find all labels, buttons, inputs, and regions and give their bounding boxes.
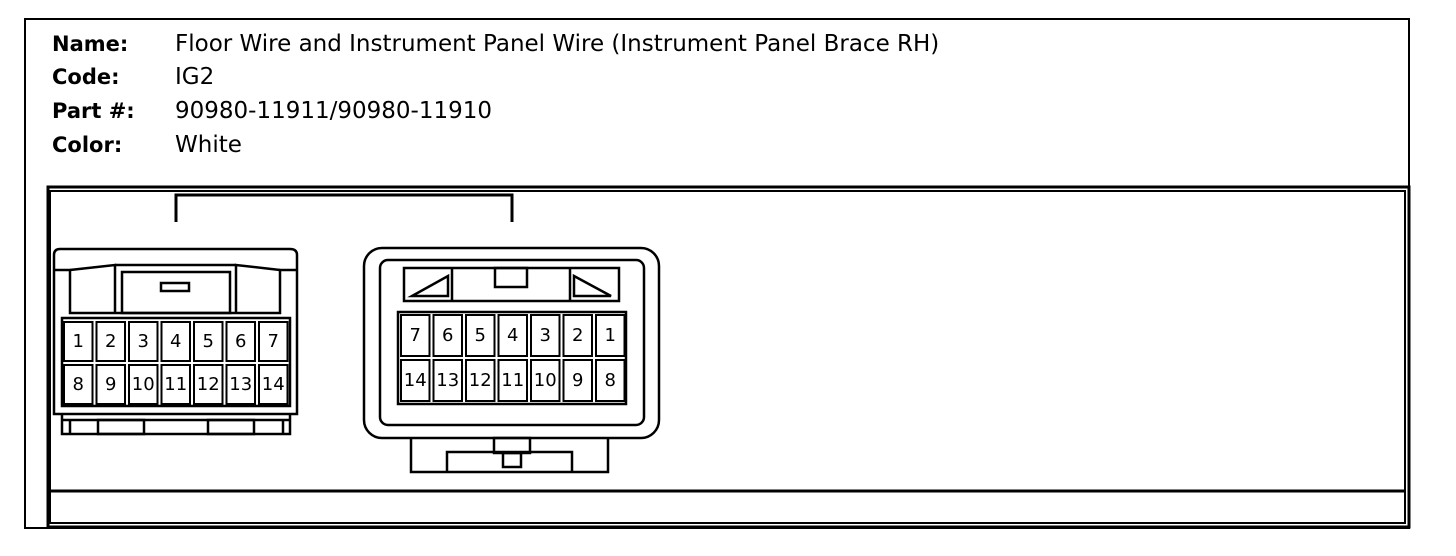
pin-cavity xyxy=(63,364,94,405)
pin-cavity xyxy=(432,314,463,357)
pin-number: 5 xyxy=(475,325,486,346)
color-row: Color: White xyxy=(52,130,242,160)
pin-cavity xyxy=(63,321,94,362)
pin-number: 9 xyxy=(572,370,583,391)
pin-number: 7 xyxy=(410,325,421,346)
code-value: IG2 xyxy=(175,64,215,90)
pin-cavity xyxy=(193,364,224,405)
pin-number: 3 xyxy=(138,331,149,352)
part-row: Part #: 90980-11911/90980-11910 xyxy=(52,96,492,126)
pin-cavity xyxy=(432,359,463,402)
pin-number: 3 xyxy=(540,325,551,346)
pin-number: 12 xyxy=(197,374,220,395)
pin-number: 1 xyxy=(73,331,84,352)
pin-cavity xyxy=(465,314,496,357)
pin-cavity xyxy=(530,359,561,402)
pin-number: 4 xyxy=(507,325,518,346)
code-row: Code: IG2 xyxy=(52,62,214,92)
pin-number: 4 xyxy=(170,331,181,352)
pin-cavity xyxy=(95,321,126,362)
pin-number: 2 xyxy=(105,331,116,352)
pin-number: 10 xyxy=(534,370,557,391)
pin-number: 13 xyxy=(229,374,252,395)
pin-number: 6 xyxy=(235,331,246,352)
pin-number: 8 xyxy=(73,374,84,395)
color-value: White xyxy=(175,132,242,158)
pin-cavity xyxy=(160,321,191,362)
pin-cavity xyxy=(400,359,431,402)
pin-number: 8 xyxy=(605,370,616,391)
pin-cavity xyxy=(562,359,593,402)
pin-number: 6 xyxy=(442,325,453,346)
pin-cavity xyxy=(128,321,159,362)
pin-cavity xyxy=(128,364,159,405)
connector-left-housing xyxy=(52,247,299,436)
pin-cavity xyxy=(595,314,626,357)
name-label: Name: xyxy=(52,32,129,56)
pin-cavity xyxy=(497,314,528,357)
pin-cavity xyxy=(530,314,561,357)
connector-bracket xyxy=(174,193,514,222)
pin-cavity xyxy=(258,364,289,405)
pin-number: 11 xyxy=(164,374,187,395)
pin-cavity xyxy=(497,359,528,402)
pin-number: 1 xyxy=(605,325,616,346)
pin-number: 10 xyxy=(132,374,155,395)
pin-number: 14 xyxy=(262,374,285,395)
part-label: Part #: xyxy=(52,99,135,123)
pin-cavity xyxy=(465,359,496,402)
name-value: Floor Wire and Instrument Panel Wire (In… xyxy=(175,31,940,57)
pin-cavity xyxy=(225,321,256,362)
part-value: 90980-11911/90980-11910 xyxy=(175,98,493,124)
pin-cavity xyxy=(258,321,289,362)
color-label: Color: xyxy=(52,133,123,157)
pin-cavity xyxy=(225,364,256,405)
pin-number: 11 xyxy=(501,370,524,391)
pin-cavity xyxy=(95,364,126,405)
pin-number: 5 xyxy=(203,331,214,352)
pin-cavity xyxy=(595,359,626,402)
pin-number: 9 xyxy=(105,374,116,395)
pin-cavity xyxy=(160,364,191,405)
diagram-frame xyxy=(46,185,1411,529)
pin-number: 2 xyxy=(572,325,583,346)
pin-number: 13 xyxy=(436,370,459,391)
pin-cavity xyxy=(562,314,593,357)
name-row: Name: Floor Wire and Instrument Panel Wi… xyxy=(52,29,939,59)
pin-number: 7 xyxy=(268,331,279,352)
code-label: Code: xyxy=(52,65,120,89)
connector-right-housing xyxy=(362,246,661,474)
pin-cavity xyxy=(400,314,431,357)
pin-number: 12 xyxy=(469,370,492,391)
pin-number: 14 xyxy=(404,370,427,391)
pin-cavity xyxy=(193,321,224,362)
